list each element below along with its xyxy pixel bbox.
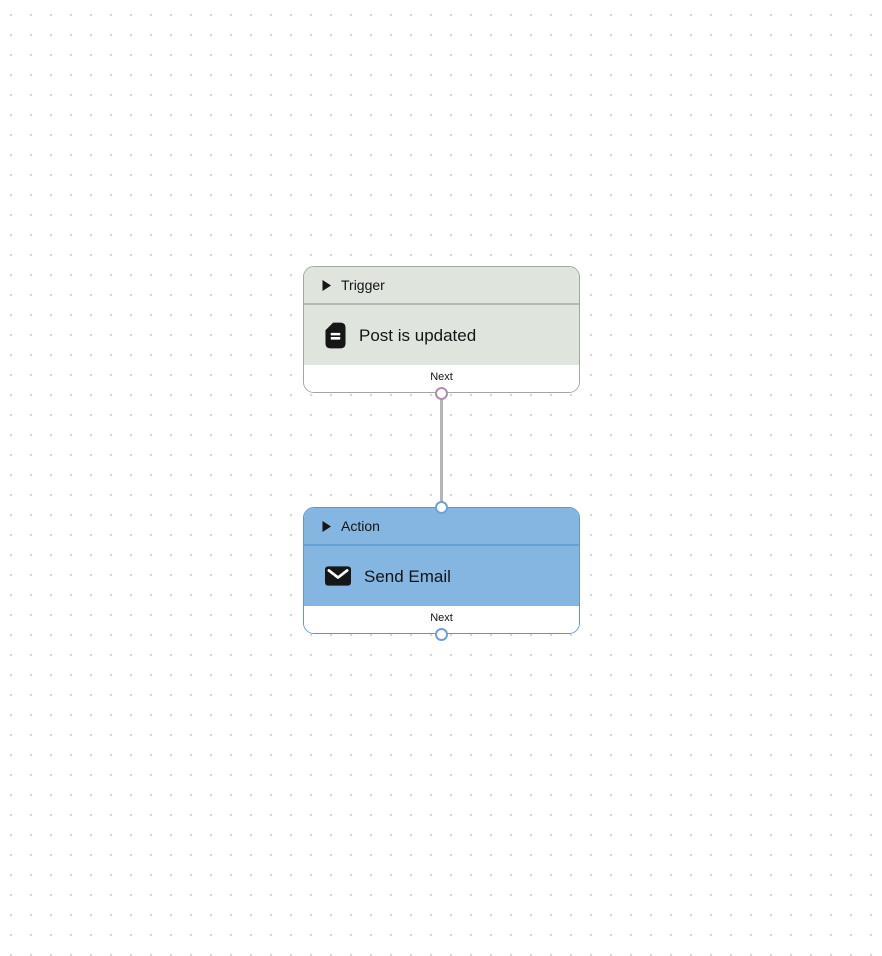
document-icon xyxy=(325,322,346,349)
node-title: Send Email xyxy=(364,566,451,586)
node-kind-label: Action xyxy=(341,518,380,534)
collapse-triangle-icon[interactable] xyxy=(322,279,331,291)
action-node-box: Action Send Email Next xyxy=(303,507,580,634)
action-node-body[interactable]: Send Email xyxy=(304,546,579,606)
trigger-node-box: Trigger Post is updated Next xyxy=(303,266,580,393)
node-action[interactable]: Action Send Email Next xyxy=(303,500,580,641)
trigger-node-body[interactable]: Post is updated xyxy=(304,305,579,365)
collapse-triangle-icon[interactable] xyxy=(322,520,331,532)
node-title: Post is updated xyxy=(359,325,477,345)
action-next-port[interactable] xyxy=(435,627,448,641)
node-trigger[interactable]: Trigger Post is updated Next xyxy=(303,266,580,400)
node-kind-label: Trigger xyxy=(341,277,385,293)
next-label: Next xyxy=(430,612,453,624)
next-label: Next xyxy=(430,371,453,383)
email-icon xyxy=(325,566,351,586)
trigger-node-header[interactable]: Trigger xyxy=(304,267,579,305)
action-node-header[interactable]: Action xyxy=(304,508,579,546)
action-input-port[interactable] xyxy=(435,500,448,514)
connection-edge[interactable] xyxy=(440,394,443,507)
trigger-next-port[interactable] xyxy=(435,386,448,400)
